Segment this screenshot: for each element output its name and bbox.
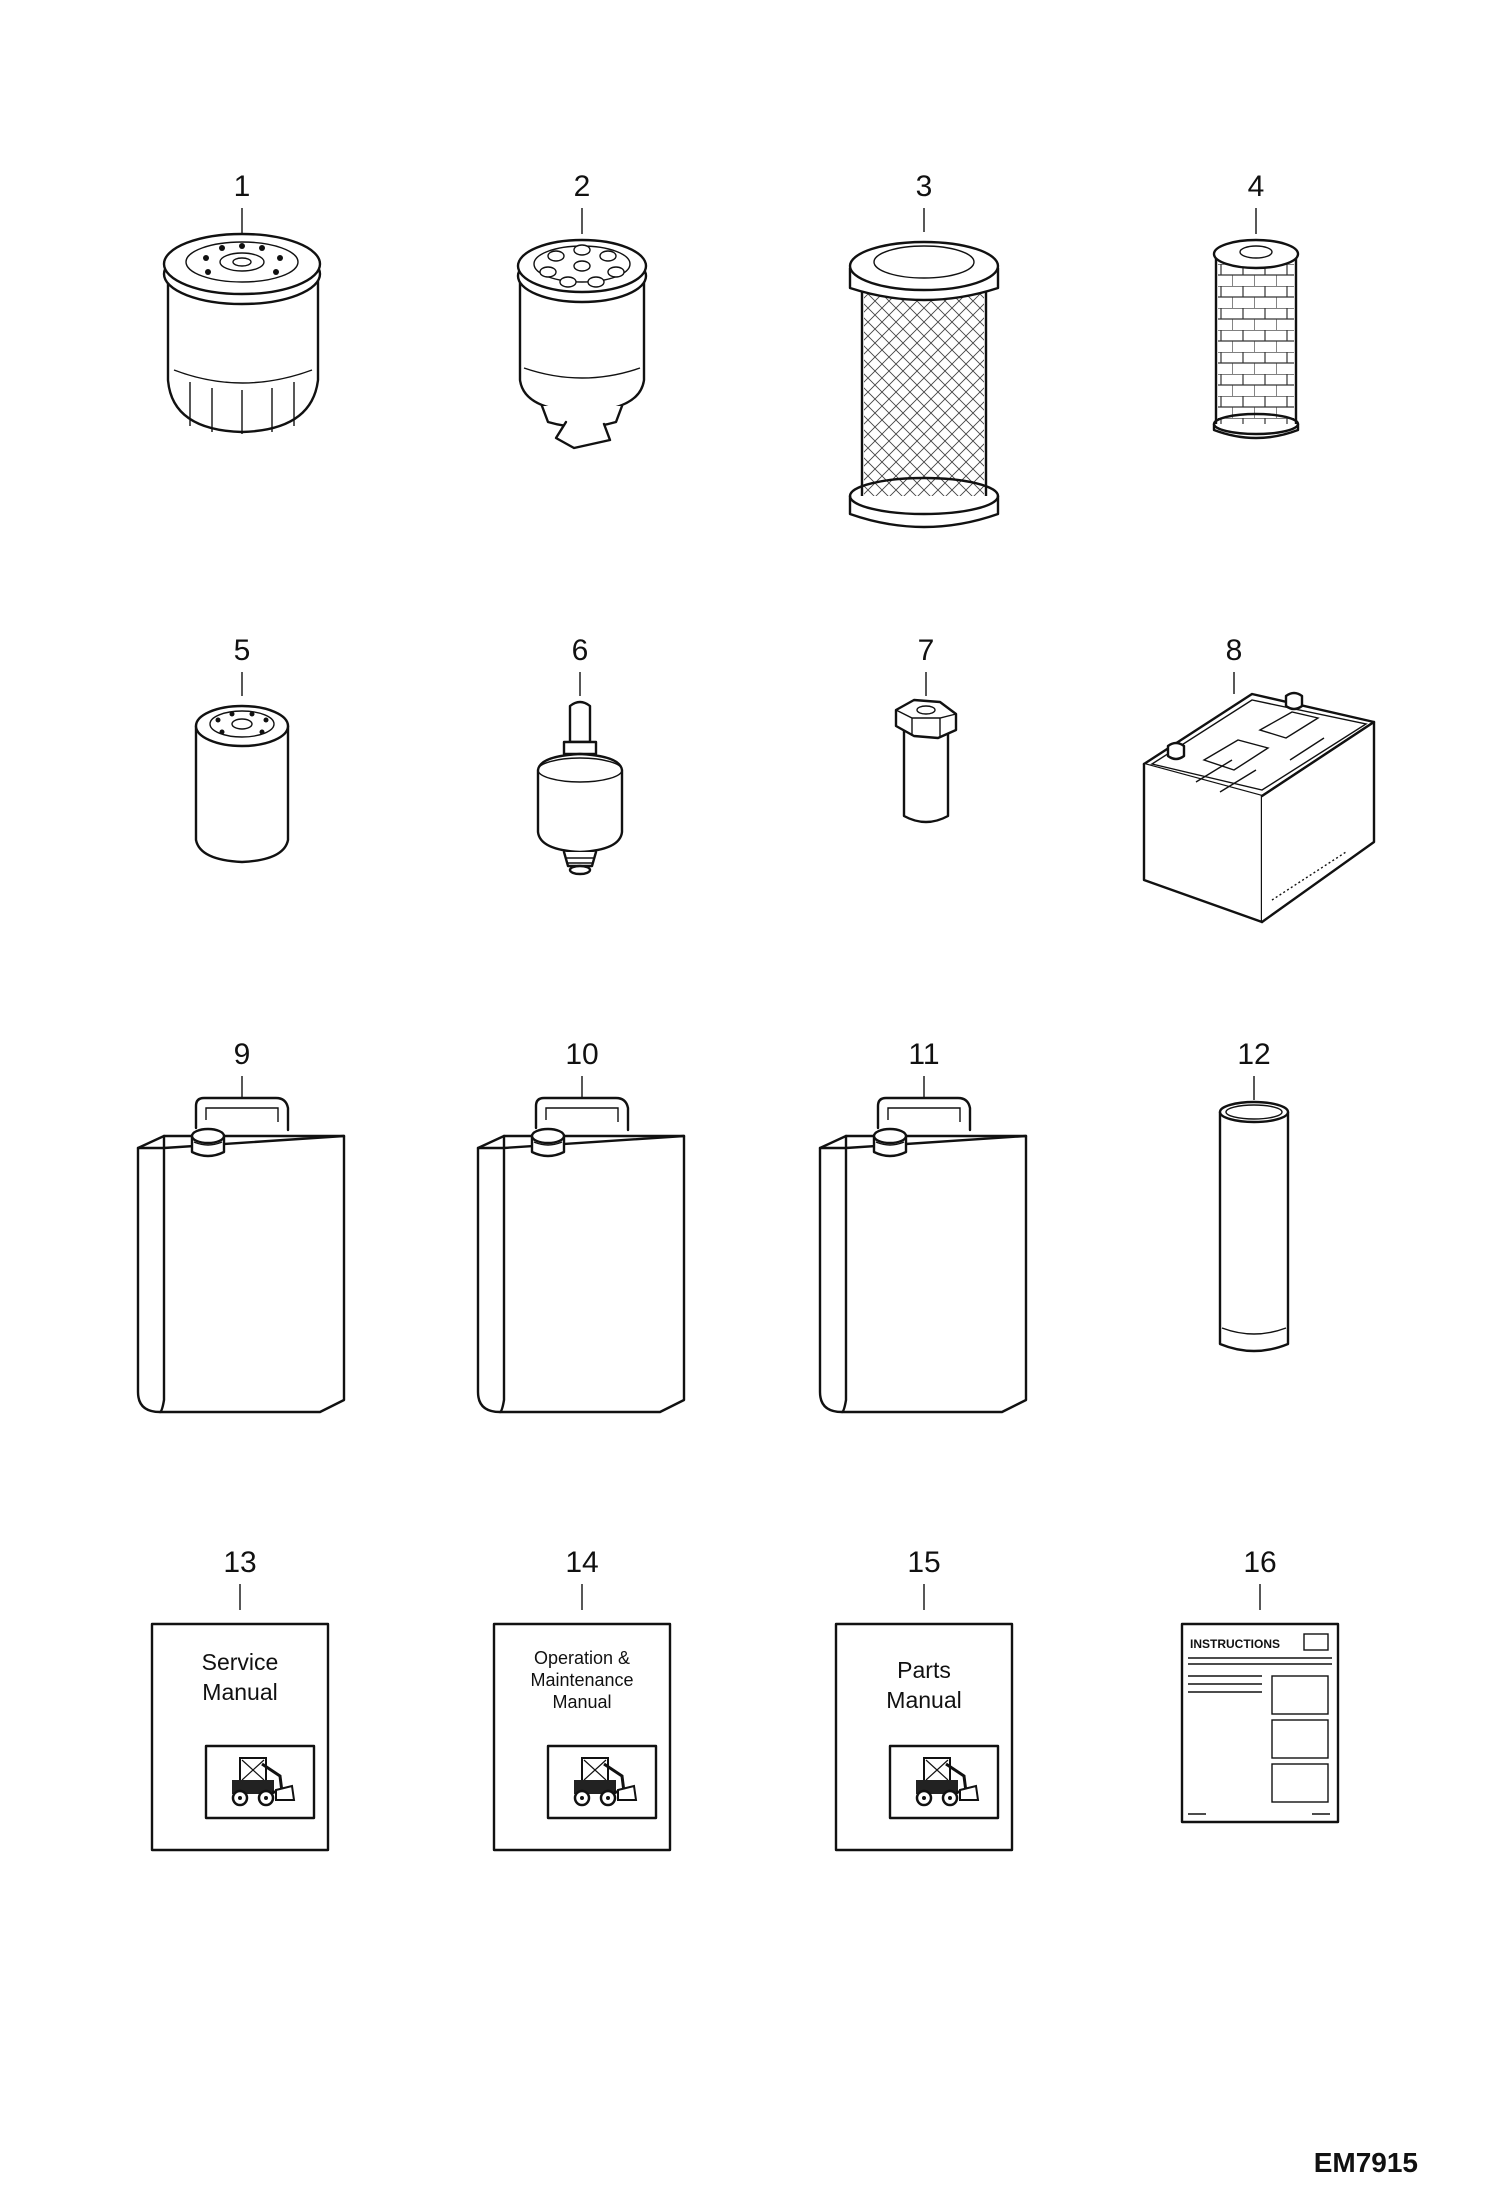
callout-14: 14 (565, 1546, 598, 1579)
callout-8: 8 (1226, 634, 1243, 667)
manual-14-line-3: Manual (552, 1692, 611, 1712)
part-11-oil-container: 11 (818, 1038, 1028, 1414)
part-16-instructions-sheet: 16 INSTRUCTIONS (1180, 1546, 1340, 1824)
figure-code: EM7915 (1314, 2147, 1418, 2178)
callout-13: 13 (223, 1546, 256, 1579)
part-2-fuel-filter: 2 (516, 170, 648, 450)
callout-5: 5 (234, 634, 251, 667)
callout-3: 3 (916, 170, 933, 203)
manual-13-line-1: Service (202, 1649, 279, 1675)
manual-13-line-2: Manual (202, 1679, 277, 1705)
callout-6: 6 (572, 634, 589, 667)
manual-14-line-1: Operation & (534, 1648, 630, 1668)
callout-10: 10 (565, 1038, 598, 1071)
instructions-header: INSTRUCTIONS (1190, 1637, 1280, 1651)
callout-2: 2 (574, 170, 591, 203)
part-10-oil-container: 10 (476, 1038, 686, 1414)
manual-15-line-2: Manual (886, 1687, 961, 1713)
part-6-inline-fuel-filter: 6 (536, 634, 624, 876)
part-3-air-filter: 3 (848, 170, 1000, 529)
callout-1: 1 (234, 170, 251, 203)
part-9-oil-container: 9 (136, 1038, 346, 1414)
callout-4: 4 (1248, 170, 1265, 203)
callout-9: 9 (234, 1038, 251, 1071)
part-12-grease-cartridge: 12 (1218, 1038, 1290, 1353)
manual-15-line-1: Parts (897, 1657, 951, 1683)
part-1-oil-filter: 1 (162, 170, 322, 434)
callout-12: 12 (1237, 1038, 1270, 1071)
part-13-service-manual: 13 Service Manual (150, 1546, 330, 1852)
part-7-hex-breather: 7 (894, 634, 958, 824)
callout-7: 7 (918, 634, 935, 667)
manual-14-line-2: Maintenance (530, 1670, 633, 1690)
part-14-operation-maintenance-manual: 14 Operation & Maintenance Manual (492, 1546, 672, 1852)
part-15-parts-manual: 15 Parts Manual (834, 1546, 1014, 1852)
callout-15: 15 (907, 1546, 940, 1579)
callout-11: 11 (908, 1038, 939, 1071)
part-4-cartridge-filter: 4 (1212, 170, 1300, 440)
part-8-battery: 8 (1142, 634, 1376, 924)
part-5-spin-on-filter: 5 (194, 634, 290, 864)
callout-16: 16 (1243, 1546, 1276, 1579)
